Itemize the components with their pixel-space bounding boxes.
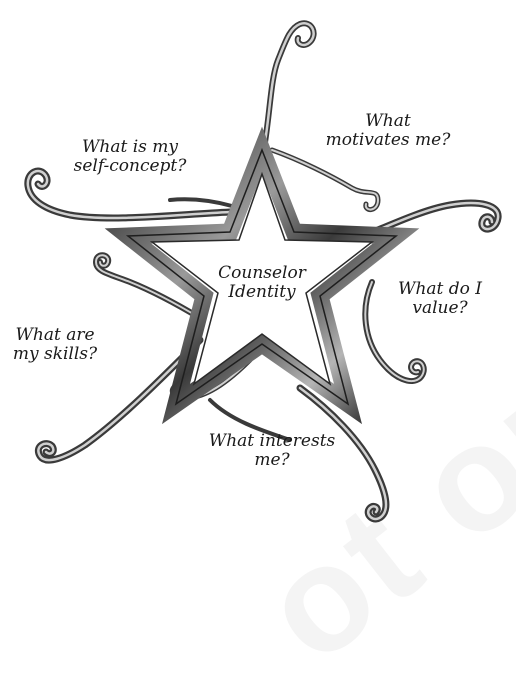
question-value-line1: What do I [380,280,500,299]
question-interests: What interests me? [192,432,352,470]
question-motivates-line2: motivates me? [318,131,458,150]
question-motivates-line1: What [318,112,458,131]
question-skills-line2: my skills? [0,345,110,364]
question-skills: What are my skills? [0,326,110,364]
question-skills-line1: What are [0,326,110,345]
center-label: Counselor Identity [197,264,327,302]
question-interests-line2: me? [192,451,352,470]
center-label-line2: Identity [197,283,327,302]
question-value: What do I value? [380,280,500,318]
question-self-concept-line2: self-concept? [60,157,200,176]
question-self-concept-line1: What is my [60,138,200,157]
counselor-identity-diagram: ot or [0,0,516,534]
question-value-line2: value? [380,299,500,318]
question-interests-line1: What interests [192,432,352,451]
question-self-concept: What is my self-concept? [60,138,200,176]
question-motivates: What motivates me? [318,112,458,150]
center-label-line1: Counselor [197,264,327,283]
swirl-upper-left [28,171,232,218]
